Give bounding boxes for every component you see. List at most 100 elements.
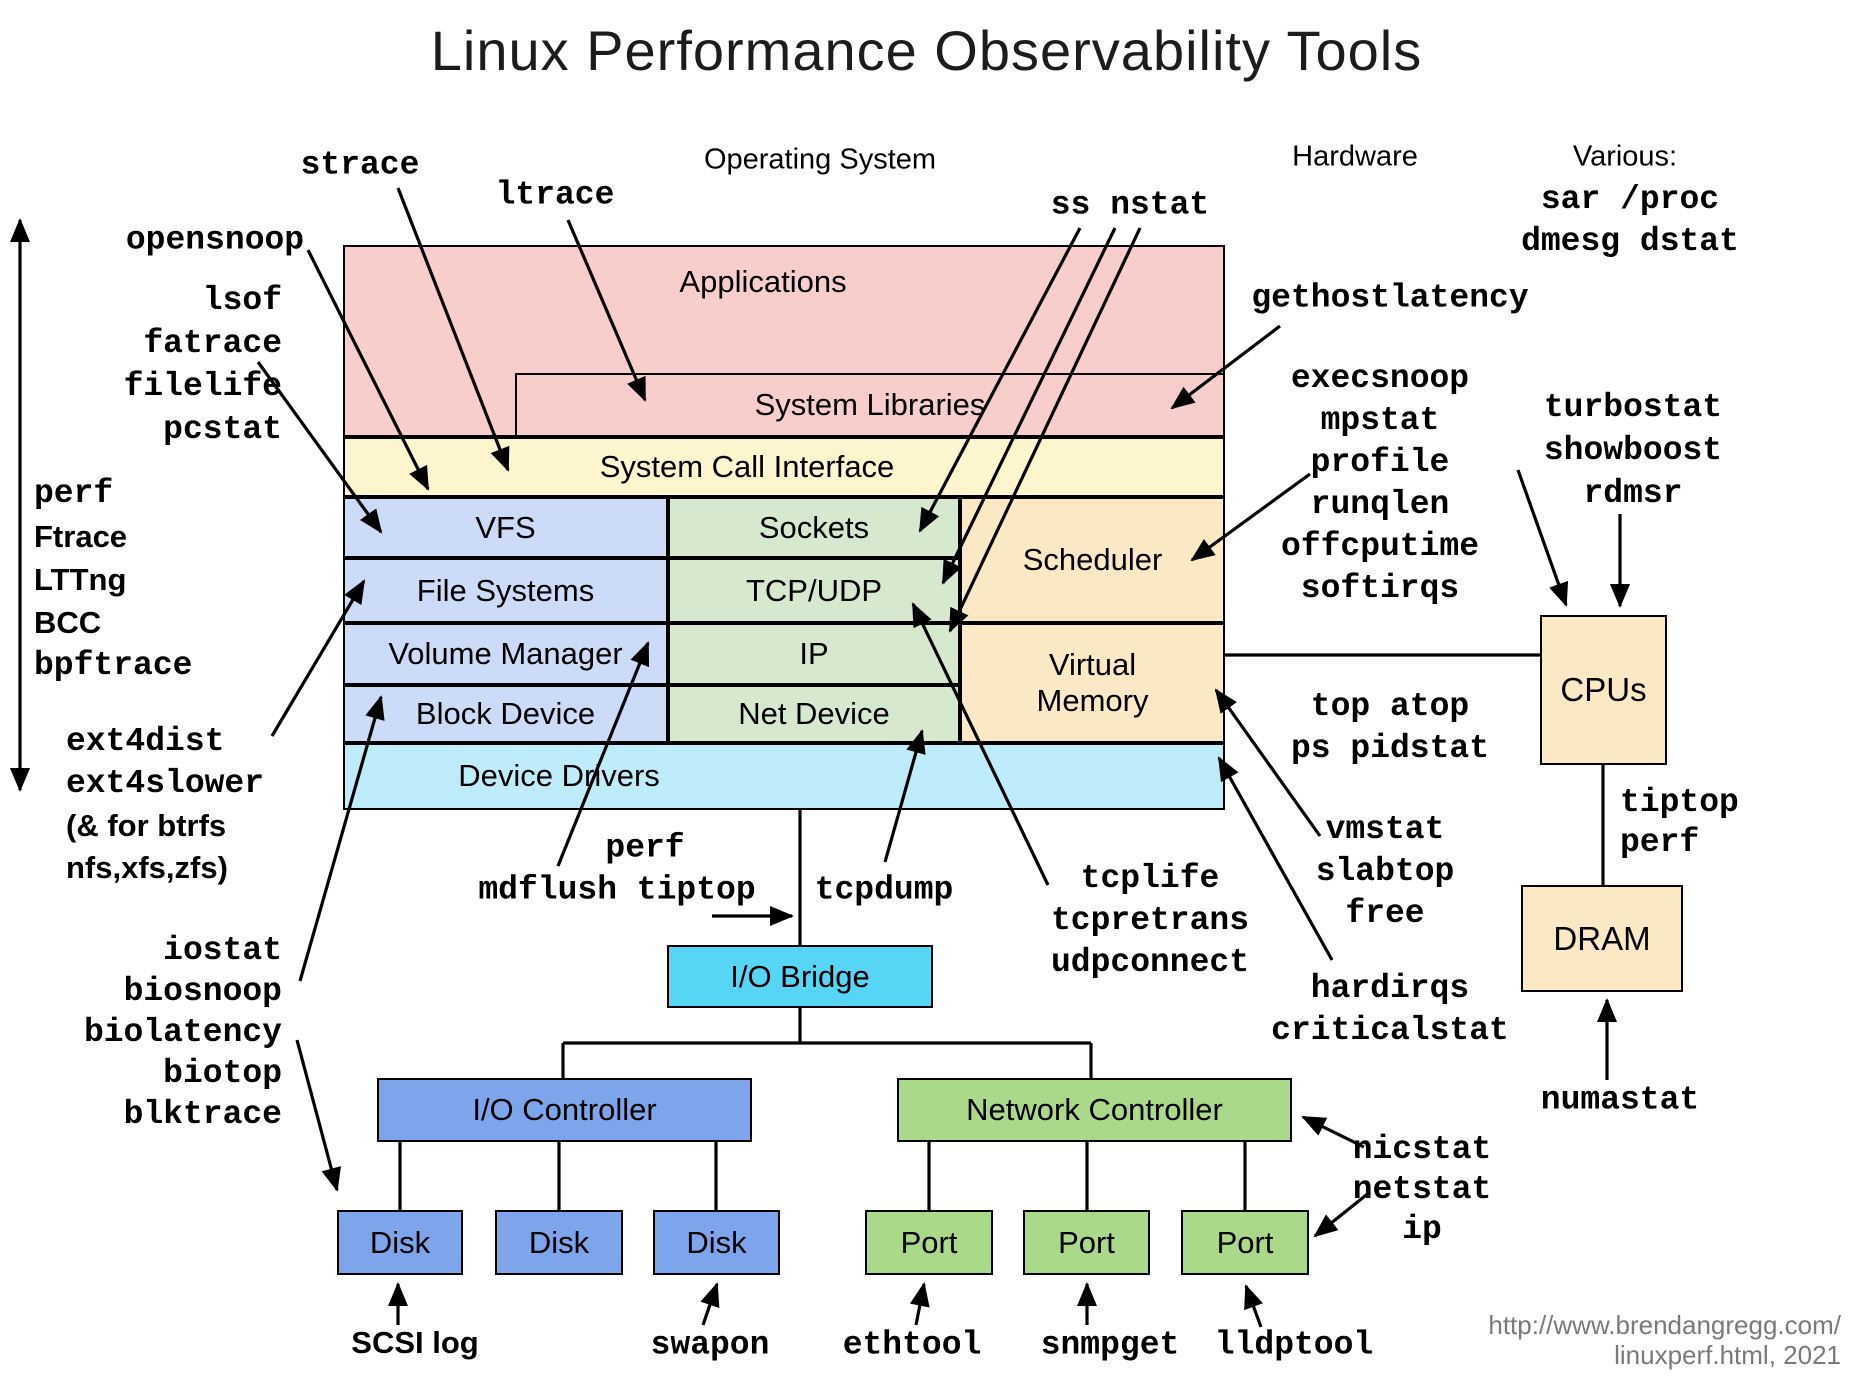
box-disk-2-label: Disk (528, 1224, 590, 1260)
box-sockets: Sockets (668, 497, 960, 558)
tool-filelife: filelife (123, 368, 282, 405)
tool-btrfs-note-1: (& for btrfs (66, 808, 227, 843)
tool-ftrace: Ftrace (34, 519, 128, 554)
box-net-device: Net Device (668, 685, 960, 743)
box-disk-2: Disk (495, 1210, 623, 1275)
box-scheduler: Scheduler (960, 497, 1225, 623)
box-tcp-udp: TCP/UDP (668, 558, 960, 623)
box-system-call-interface: System Call Interface (343, 437, 1225, 497)
box-disk-1-label: Disk (369, 1224, 431, 1260)
box-dram: DRAM (1521, 885, 1683, 992)
box-file-systems: File Systems (343, 558, 668, 623)
tool-sar-proc: sar /proc (1540, 181, 1720, 218)
tool-udpconnect: udpconnect (1050, 944, 1250, 981)
box-cpus-label: CPUs (1560, 671, 1647, 709)
box-applications-label: Applications (679, 264, 847, 300)
header-operating-system: Operating System (703, 143, 937, 176)
tool-top-atop: top atop (1310, 688, 1470, 725)
tool-group-mem: vmstat slabtop free (1316, 809, 1455, 935)
box-network-controller: Network Controller (897, 1078, 1292, 1142)
tool-opensnoop: opensnoop (125, 221, 305, 259)
box-sockets-label: Sockets (758, 509, 870, 545)
box-io-controller: I/O Controller (377, 1078, 752, 1142)
box-disk-1: Disk (337, 1210, 463, 1275)
tool-vmstat: vmstat (1325, 811, 1445, 848)
box-network-controller-label: Network Controller (966, 1092, 1223, 1128)
tool-criticalstat: criticalstat (1271, 1012, 1509, 1049)
tool-ltrace: ltrace (495, 176, 615, 214)
tool-ss-nstat: ss nstat (1050, 186, 1210, 224)
tool-dmesg-dstat: dmesg dstat (1521, 223, 1739, 260)
box-system-libraries: System Libraries (515, 373, 1225, 437)
tool-blktrace: blktrace (123, 1096, 282, 1133)
tool-tcplife: tcplife (1080, 860, 1220, 897)
footer-credit: http://www.brendangregg.com/ linuxperf.h… (1488, 1310, 1841, 1370)
tool-netstat: netstat (1352, 1171, 1492, 1208)
tool-snmpget: snmpget (1040, 1326, 1180, 1364)
tool-perf-io: perf (605, 829, 685, 867)
arrow-biolatency-to-disk (295, 1039, 341, 1192)
box-port-1-label: Port (900, 1224, 958, 1260)
box-volume-manager-label: Volume Manager (388, 636, 623, 672)
tool-slabtop: slabtop (1315, 853, 1455, 890)
tool-offcputime: offcputime (1280, 528, 1480, 565)
arrow-swapon-to-disk (700, 1282, 720, 1326)
box-ip: IP (668, 623, 960, 685)
tool-hardirqs: hardirqs (1310, 970, 1470, 1007)
box-port-2-label: Port (1058, 1224, 1115, 1260)
tool-bpftrace: bpftrace (34, 647, 193, 684)
box-block-device: Block Device (343, 685, 668, 743)
tool-tiptop-dram: tiptop (1620, 784, 1739, 821)
tool-rdmsr: rdmsr (1583, 475, 1683, 512)
box-dram-label: DRAM (1553, 919, 1651, 957)
tool-iostat: iostat (163, 932, 282, 969)
tool-pcstat: pcstat (163, 411, 282, 448)
box-device-drivers: Device Drivers (343, 743, 1225, 810)
box-volume-manager: Volume Manager (343, 623, 668, 685)
tool-ext4dist: ext4dist (66, 723, 225, 760)
tool-mdflush-tiptop: mdflush tiptop (478, 871, 756, 909)
tool-runqlen: runqlen (1310, 486, 1450, 523)
box-cpus: CPUs (1540, 615, 1667, 765)
tool-fatrace: fatrace (143, 325, 282, 362)
tool-numastat: numastat (1540, 1081, 1700, 1119)
box-tcp-udp-label: TCP/UDP (745, 572, 883, 608)
box-net-device-label: Net Device (738, 696, 890, 732)
tool-perf-dram: perf (1620, 824, 1700, 861)
tool-ip: ip (1402, 1211, 1442, 1248)
tool-group-tcp: tcplife tcpretrans udpconnect (1051, 858, 1249, 984)
tool-bcc: BCC (34, 605, 102, 640)
box-port-3-label: Port (1216, 1224, 1274, 1260)
box-block-device-label: Block Device (415, 696, 596, 732)
footer-url: http://www.brendangregg.com/ (1488, 1310, 1841, 1340)
box-ip-label: IP (799, 636, 829, 672)
tool-group-irq: hardirqs criticalstat (1271, 968, 1509, 1052)
header-hardware: Hardware (1292, 140, 1418, 173)
tool-turbostat: turbostat (1543, 389, 1723, 426)
tool-free: free (1345, 895, 1425, 932)
tool-group-cpu-dram: tiptop perf (1620, 783, 1739, 863)
box-system-libraries-label: System Libraries (754, 387, 986, 423)
box-io-controller-label: I/O Controller (472, 1092, 657, 1128)
tool-nicstat: nicstat (1352, 1131, 1492, 1168)
box-vfs-label: VFS (475, 509, 536, 545)
tool-tcpretrans: tcpretrans (1050, 902, 1250, 939)
box-virtual-memory: Virtual Memory (960, 623, 1225, 743)
tool-tcpdump: tcpdump (814, 871, 954, 909)
tool-swapon: swapon (650, 1326, 770, 1364)
tool-biosnoop: biosnoop (123, 973, 282, 1010)
page-title: Linux Performance Observability Tools (430, 19, 1423, 82)
tool-ps-pidstat: ps pidstat (1290, 730, 1490, 767)
tool-group-various: sar /proc dmesg dstat (1521, 179, 1739, 263)
tool-group-tracers: perf Ftrace LTTng BCC bpftrace (34, 472, 192, 687)
tool-showboost: showboost (1543, 432, 1723, 469)
tool-biolatency: biolatency (83, 1014, 282, 1051)
tool-lsof: lsof (202, 282, 282, 319)
header-various: Various: (1572, 140, 1678, 173)
box-device-drivers-label: Device Drivers (458, 758, 660, 794)
tool-strace: strace (300, 146, 420, 184)
box-scheduler-label: Scheduler (1022, 542, 1163, 578)
box-vfs: VFS (343, 497, 668, 558)
tool-ethtool: ethtool (842, 1326, 982, 1364)
